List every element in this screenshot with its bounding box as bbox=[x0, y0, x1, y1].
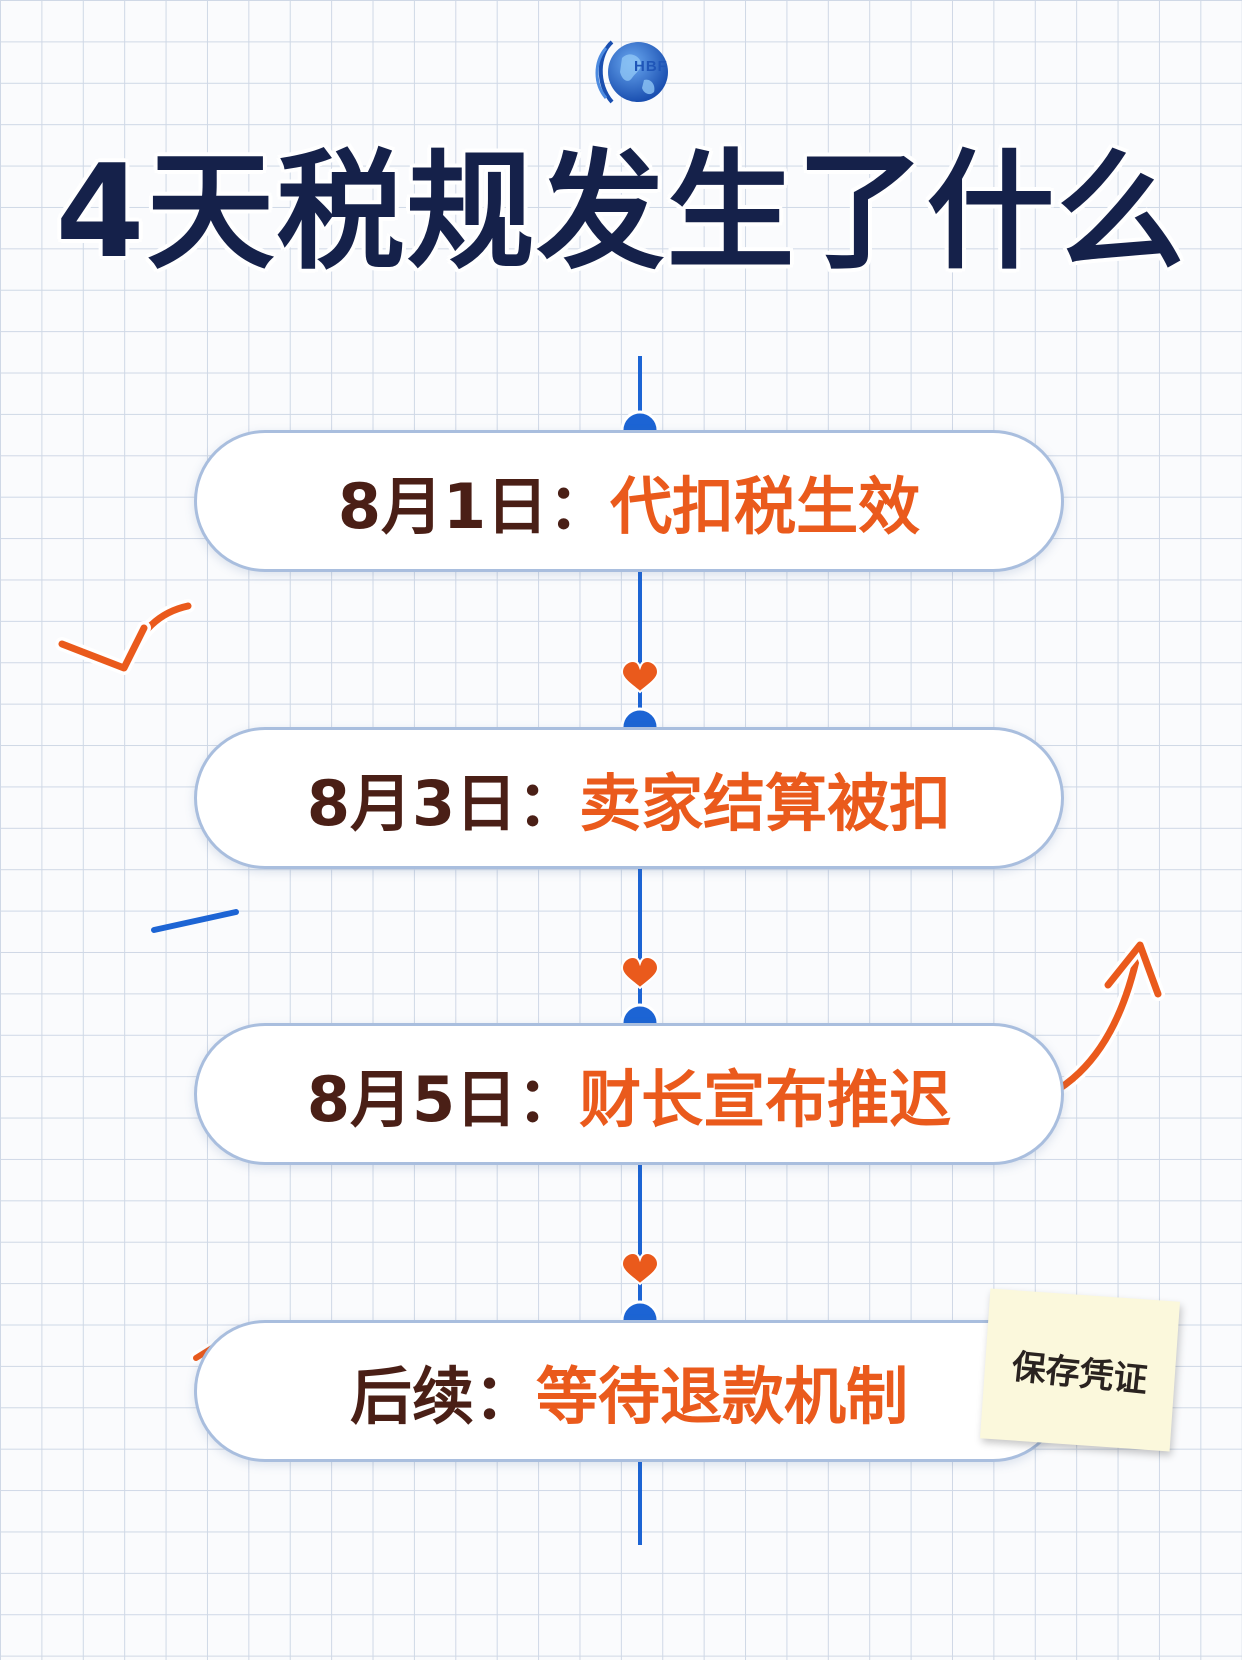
timeline-event: 卖家结算被扣 bbox=[579, 767, 952, 840]
timeline-date: 8月3日： bbox=[306, 767, 580, 840]
curved-arrow-icon bbox=[55, 599, 195, 675]
timeline-item-3: 8月5日：财长宣布推迟 bbox=[194, 1023, 1064, 1165]
timeline-date: 8月5日： bbox=[306, 1063, 580, 1136]
heart-icon bbox=[620, 659, 660, 694]
timeline-item-4: 后续：等待退款机制 bbox=[194, 1320, 1064, 1462]
sticky-note-text: 保存凭证 bbox=[1009, 1346, 1150, 1401]
globe-icon bbox=[595, 40, 668, 104]
page-title: 4天税规发生了什么 bbox=[55, 138, 1187, 287]
timeline-event: 代扣税生效 bbox=[610, 470, 921, 543]
sticky-note: 保存凭证 bbox=[979, 1288, 1181, 1452]
timeline-item-2: 8月3日：卖家结算被扣 bbox=[194, 727, 1064, 869]
timeline-event: 财长宣布推迟 bbox=[579, 1063, 952, 1136]
logo: HBF bbox=[592, 28, 680, 116]
timeline-date: 8月1日： bbox=[337, 470, 611, 543]
blue-dash bbox=[151, 909, 239, 933]
heart-icon bbox=[620, 955, 660, 990]
timeline-event: 等待退款机制 bbox=[536, 1360, 909, 1433]
timeline-item-1: 8月1日：代扣税生效 bbox=[194, 430, 1064, 572]
logo-text: HBF bbox=[634, 58, 668, 75]
timeline-date: 后续： bbox=[349, 1360, 536, 1433]
heart-icon bbox=[620, 1251, 660, 1286]
